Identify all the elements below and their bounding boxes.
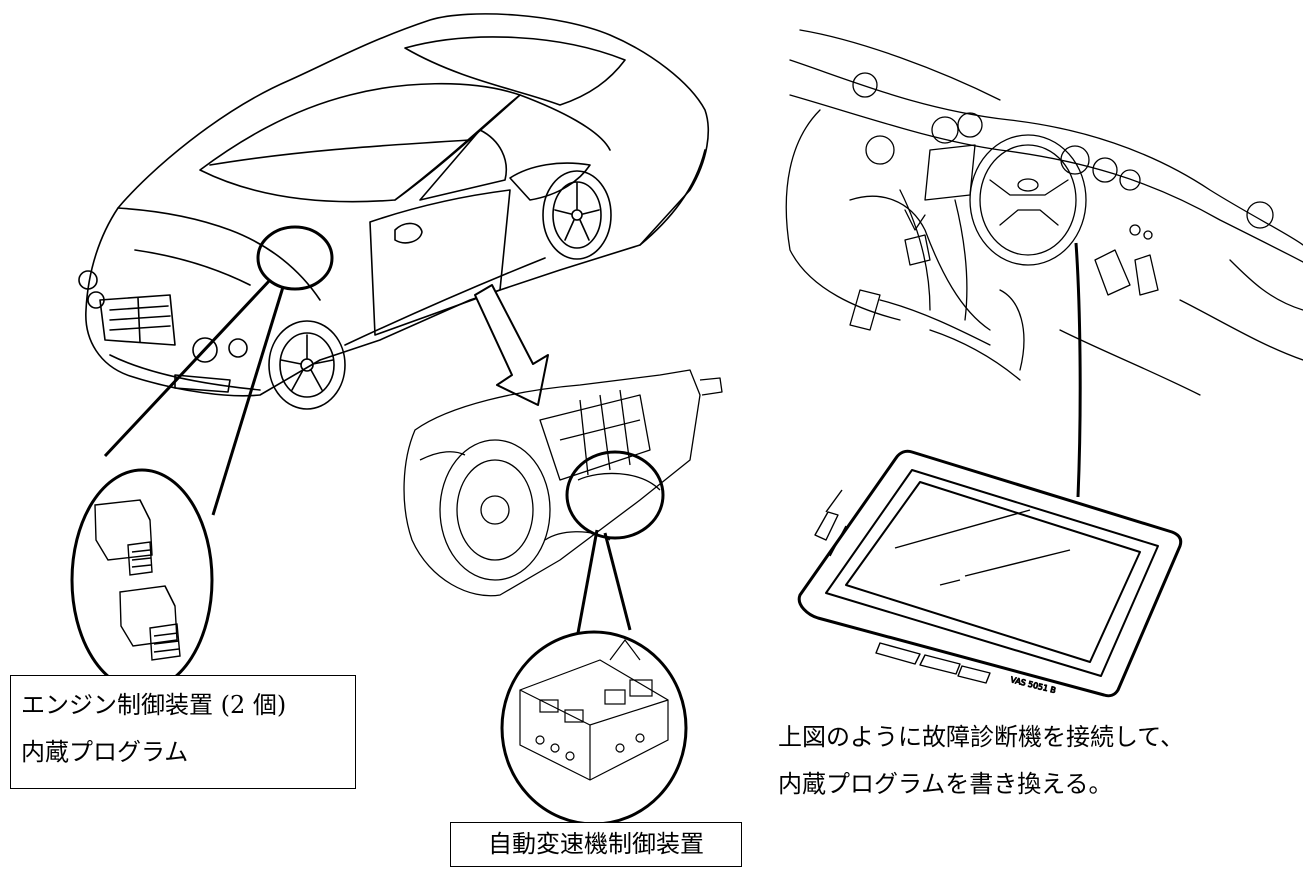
- engine-ecu-units: [94, 499, 181, 661]
- svg-text:VAS 5051 B: VAS 5051 B: [1010, 675, 1057, 695]
- transmission-ecu-highlight-circle: [565, 450, 665, 540]
- transmission-ecu-detail-circle: [500, 630, 688, 826]
- diagnostic-tablet: VAS 5051 B: [797, 449, 1183, 698]
- diagnostic-cable: [1074, 242, 1082, 498]
- engine-ecu-highlight-circle: [256, 225, 334, 291]
- caption: 上図のように故障診断機を接続して、 内蔵プログラムを書き換える。: [778, 714, 1184, 808]
- engine-ecu-label-line2: 内蔵プログラム: [21, 738, 189, 766]
- engine-ecu-label: エンジン制御装置 (2 個) 内蔵プログラム: [10, 675, 356, 789]
- transmission-ecu-label: 自動変速機制御装置: [450, 822, 742, 867]
- transmission-ecu-callout: [500, 450, 688, 826]
- transmission-illustration: [403, 369, 723, 597]
- valve-body: [519, 639, 669, 781]
- caption-line1: 上図のように故障診断機を接続して、: [778, 723, 1185, 751]
- caption-line2: 内蔵プログラムを書き換える。: [778, 770, 1113, 798]
- engine-ecu-callout: [70, 225, 334, 692]
- interior-illustration: [785, 29, 1303, 396]
- engine-ecu-label-line1: エンジン制御装置 (2 個): [21, 691, 287, 719]
- car-illustration: [78, 13, 710, 410]
- down-arrow: [474, 284, 549, 406]
